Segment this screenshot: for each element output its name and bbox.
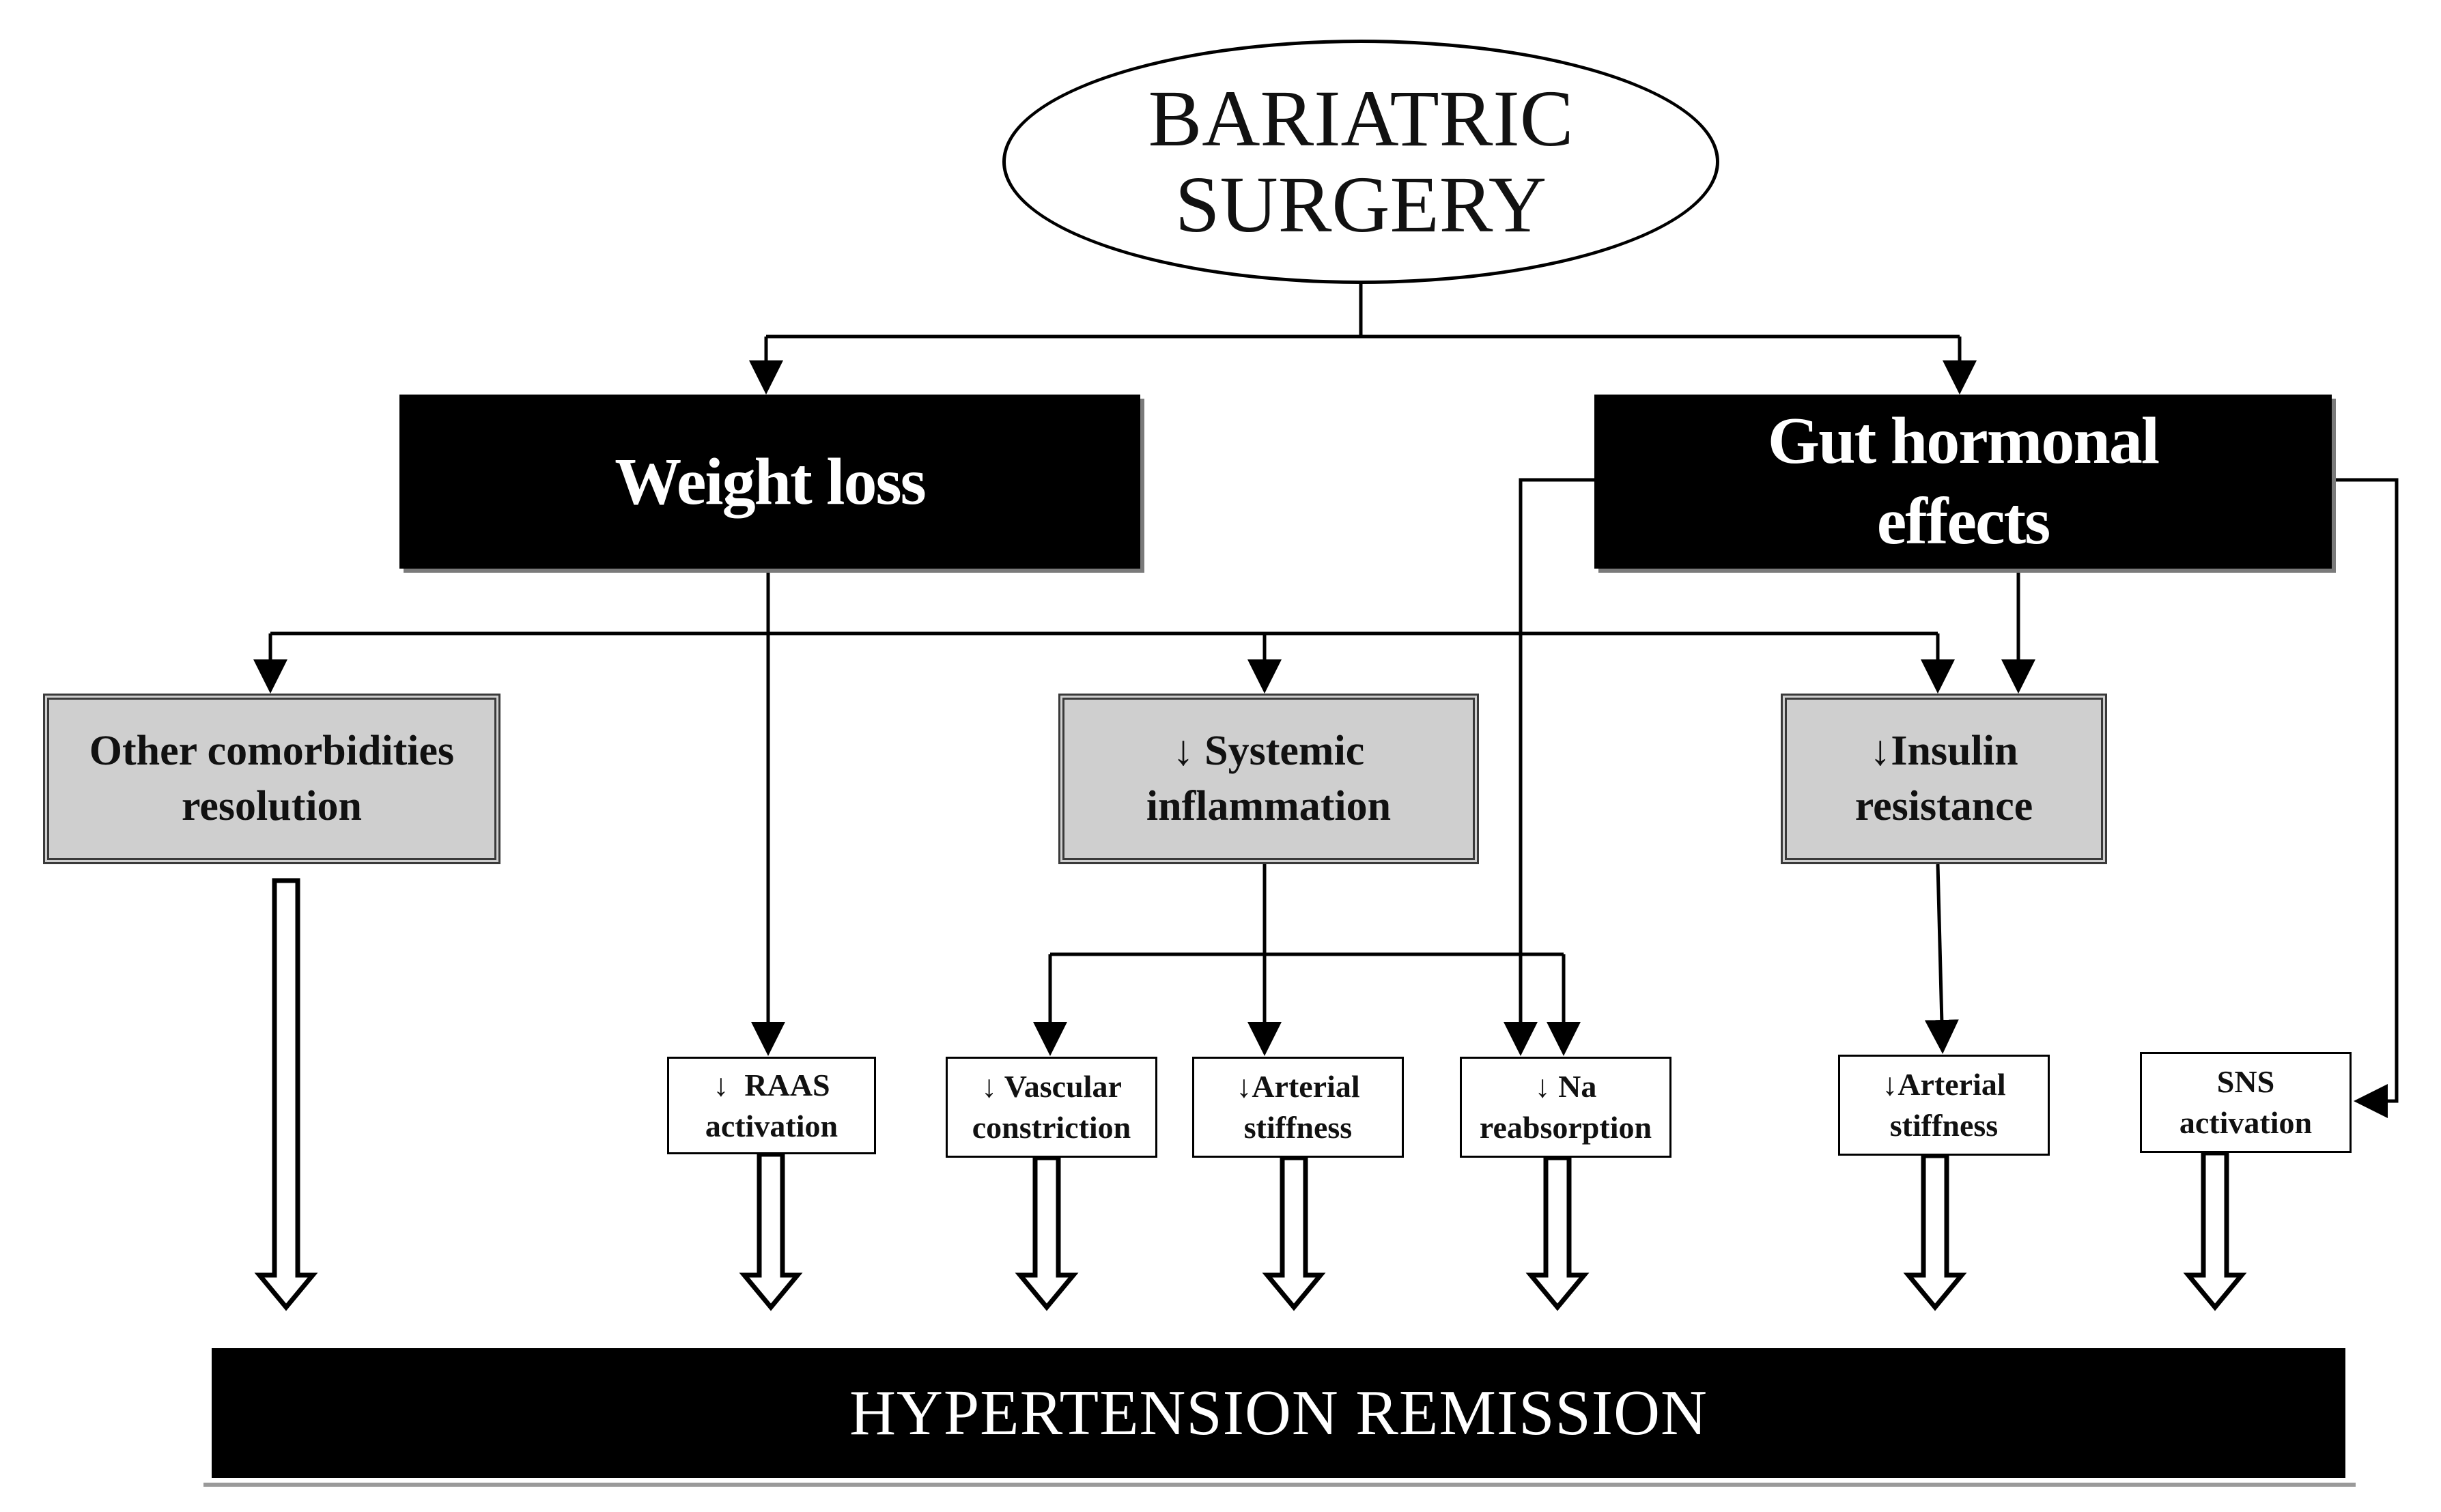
na-line1: ↓ Na [1534, 1069, 1597, 1104]
block-arrow-vascular [1015, 1155, 1079, 1311]
bariatric-surgery-line1: BARIATRIC [1148, 73, 1574, 163]
vascular-constriction-node: ↓ Vascular constriction [946, 1057, 1157, 1158]
sns-line2: activation [2179, 1105, 2313, 1140]
vascular-line2: constriction [972, 1110, 1131, 1145]
arterial-2-line2: stiffness [1889, 1108, 1999, 1143]
sns-activation-node: SNS activation [2140, 1052, 2352, 1153]
raas-line1: ↓ RAAS [713, 1067, 830, 1102]
arterial-1-line1: ↓Arterial [1236, 1069, 1360, 1104]
bariatric-surgery-node: BARIATRIC SURGERY [1002, 40, 1719, 284]
hypertension-remission-label: HYPERTENSION REMISSION [849, 1378, 1708, 1449]
weight-loss-label: Weight loss [615, 444, 926, 519]
arterial-stiffness-node-1: ↓Arterial stiffness [1192, 1057, 1404, 1158]
arterial-2-line1: ↓Arterial [1882, 1067, 2006, 1102]
other-comorbidities-line1: Other comorbidities [89, 728, 455, 775]
gut-hormonal-effects-node: Gut hormonal effects [1594, 395, 2332, 569]
vascular-line1: ↓ Vascular [981, 1069, 1122, 1104]
arrow-gut-to-na [1504, 478, 1594, 1056]
arrow-to-arterial-stiffness-2 [1924, 864, 1959, 1054]
systemic-inflammation-line1: ↓ Systemic [1172, 728, 1365, 775]
gut-hormonal-line2: effects [1876, 484, 2051, 558]
raas-activation-node: ↓ RAAS activation [667, 1057, 876, 1154]
block-arrow-sns [2183, 1150, 2247, 1311]
block-arrow-other-comorbidities [254, 878, 318, 1311]
systemic-inflammation-line2: inflammation [1146, 783, 1392, 829]
na-reabsorption-node: ↓ Na reabsorption [1460, 1057, 1671, 1158]
raas-line2: activation [705, 1108, 838, 1143]
other-comorbidities-line2: resolution [181, 783, 363, 829]
na-line2: reabsorption [1479, 1110, 1652, 1145]
arrow-gut-to-sns [2332, 478, 2399, 1118]
bariatric-surgery-line2: SURGERY [1174, 160, 1547, 249]
block-arrow-raas [739, 1152, 803, 1311]
hypertension-remission-node: HYPERTENSION REMISSION [212, 1348, 2345, 1478]
gut-hormonal-line1: Gut hormonal [1767, 403, 2160, 478]
insulin-resistance-line1: ↓Insulin [1869, 728, 2018, 775]
arterial-1-line2: stiffness [1243, 1110, 1353, 1145]
block-arrow-arterial-stiffness-1 [1262, 1155, 1326, 1311]
bottom-divider [203, 1483, 2356, 1487]
block-arrow-na [1525, 1155, 1590, 1311]
arterial-stiffness-node-2: ↓Arterial stiffness [1838, 1055, 2050, 1156]
sns-line1: SNS [2216, 1064, 2275, 1100]
weight-loss-node: Weight loss [399, 395, 1140, 569]
block-arrow-arterial-stiffness-2 [1903, 1153, 1967, 1311]
insulin-resistance-line2: resistance [1854, 783, 2033, 829]
insulin-resistance-node: ↓Insulin resistance [1781, 694, 2107, 864]
other-comorbidities-node: Other comorbidities resolution [43, 694, 500, 864]
systemic-inflammation-node: ↓ Systemic inflammation [1058, 694, 1479, 864]
